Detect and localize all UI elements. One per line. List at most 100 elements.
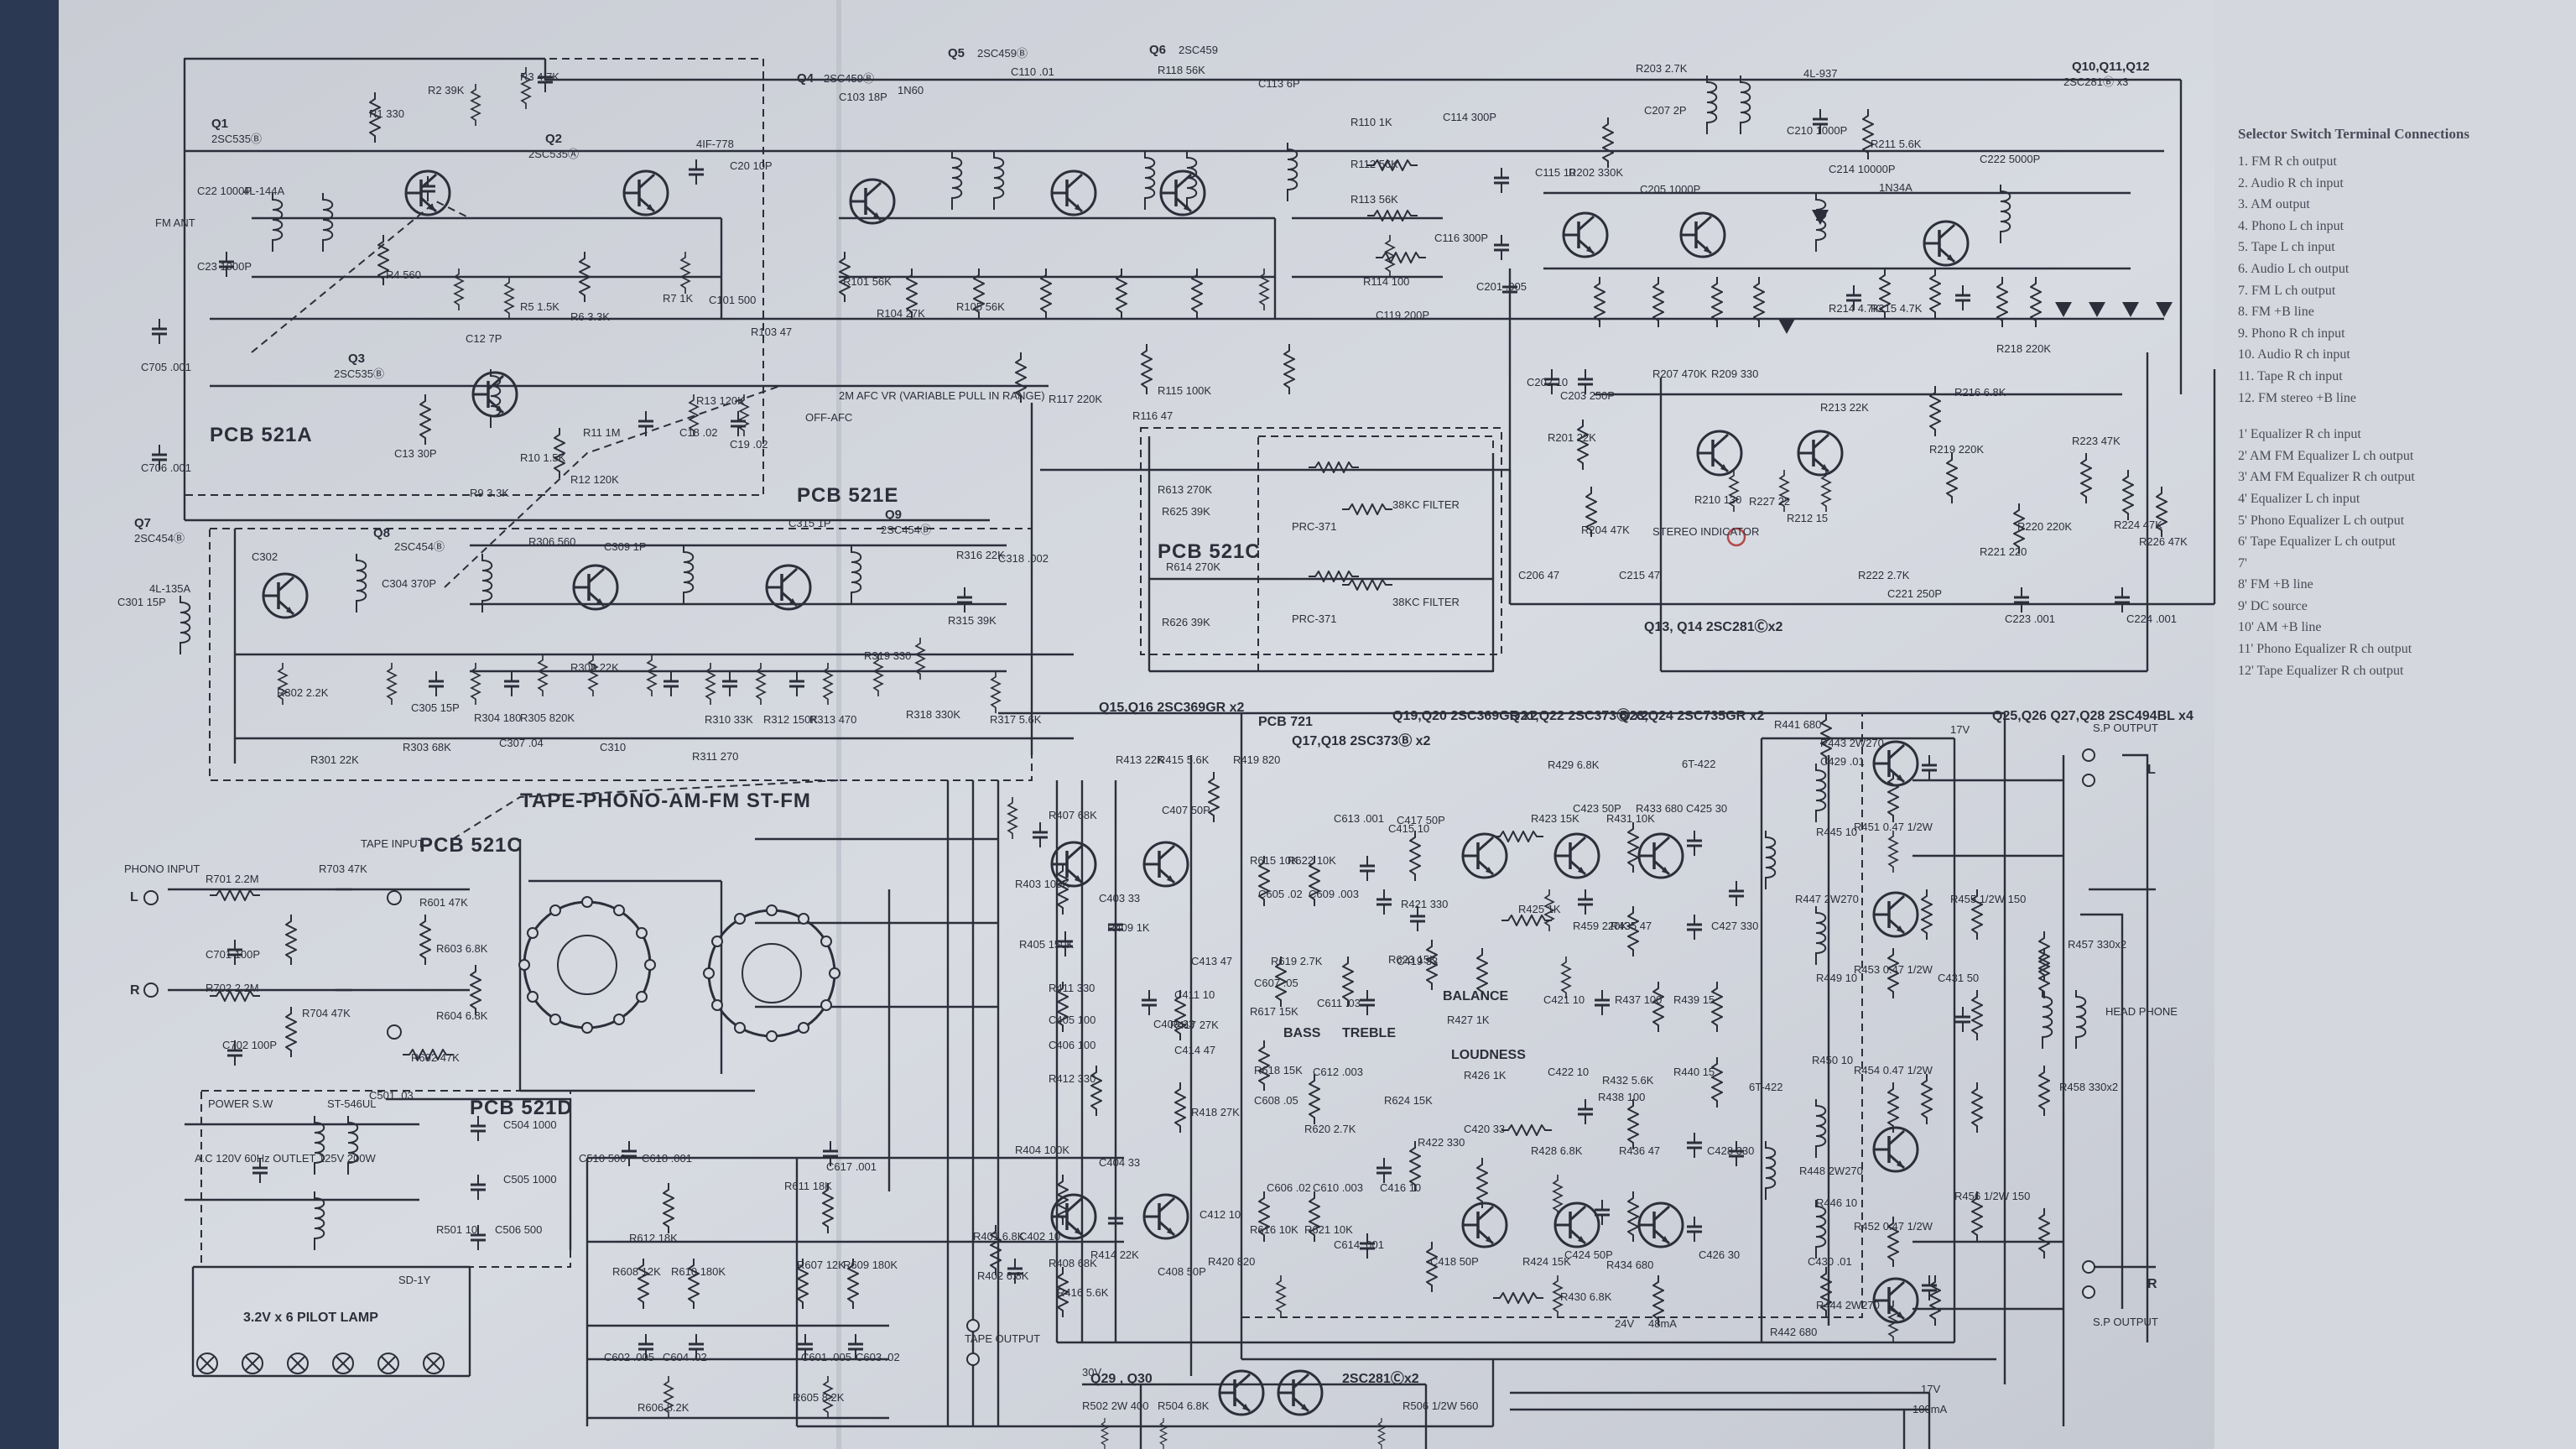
component-label-c128: R607 12K: [797, 1259, 846, 1271]
component-label-c192: R423 15K: [1531, 812, 1579, 825]
component-label-c118: C505 1000: [503, 1173, 557, 1186]
component-label-c107: R703 47K: [319, 863, 367, 875]
component-label-c91: R306 560: [528, 535, 575, 548]
legend-item-prime: 7': [2238, 555, 2247, 571]
component-label-c66: R212 15: [1787, 512, 1828, 524]
component-label-c195: R433 680: [1636, 802, 1683, 815]
pcb-521d-label: PCB 521D: [470, 1097, 573, 1119]
component-label-c221: C420 33: [1464, 1123, 1505, 1135]
component-label-c222: R428 6.8K: [1531, 1144, 1583, 1157]
component-label-c156: C402 10: [1019, 1230, 1060, 1243]
component-label-c196: C425 30: [1686, 802, 1727, 815]
component-label-c177: C608 .05: [1254, 1094, 1298, 1107]
component-label-c181: R616 10K: [1250, 1223, 1298, 1236]
component-label-c74: C223 .001: [2005, 612, 2055, 625]
q4-part: 2SC459Ⓑ: [824, 72, 874, 85]
component-label-c164: R419 820: [1233, 753, 1280, 766]
q17-q18-label: Q17,Q18 2SC373Ⓑ x2: [1292, 732, 1431, 748]
component-label-c220: R440 15: [1673, 1066, 1715, 1078]
component-label-c198: R459 220K: [1573, 920, 1627, 932]
legend-item-prime: 3' AM FM Equalizer R ch output: [2238, 470, 2415, 485]
component-label-c172: C607 .05: [1254, 977, 1298, 989]
component-label-c167: R622 10K: [1288, 854, 1336, 867]
component-label-c157: R401 6.8K: [973, 1230, 1025, 1243]
component-label-c82: C302: [252, 550, 278, 563]
component-label-c176: R618 15K: [1254, 1064, 1303, 1076]
component-label-c121: C510 500: [579, 1152, 626, 1165]
component-label-c135: R605 8.2K: [793, 1391, 845, 1404]
component-label-c19: C18 .02: [679, 426, 718, 439]
component-label-c124: R612 18K: [629, 1232, 678, 1244]
component-label-c37: R114 100: [1363, 275, 1409, 288]
component-label-c14: R9 3.3K: [470, 487, 509, 499]
component-label-c131: C604 .02: [663, 1351, 707, 1363]
sp-r-label: R: [2147, 1277, 2157, 1291]
component-label-c4: C22 1000P: [197, 185, 252, 197]
component-label-c24: C103 18P: [839, 91, 887, 103]
component-label-c147: R412 330: [1049, 1072, 1095, 1085]
component-label-c26: R104 27K: [877, 307, 925, 320]
component-label-c38: C119 200P: [1376, 309, 1429, 321]
component-label-c217: C422 10: [1548, 1066, 1589, 1078]
component-label-c173: R617 15K: [1250, 1005, 1298, 1018]
component-label-c213: C431 50: [1938, 972, 1979, 984]
component-label-c17: R12 120K: [570, 473, 619, 486]
q21-q22-label: Q21,Q22 2SC373Ⓑ x2: [1510, 707, 1649, 723]
legend-title: Selector Switch Terminal Connections: [2238, 126, 2469, 142]
legend-item-prime: 2' AM FM Equalizer L ch output: [2238, 448, 2414, 463]
component-label-c78: R226 47K: [2139, 535, 2188, 548]
component-label-c42: R116 47: [1132, 409, 1173, 422]
component-label-c210: R453 0.47 1/2W: [1854, 963, 1933, 976]
component-label-c206: C429 .01: [1820, 755, 1865, 768]
component-label-c191: R429 6.8K: [1548, 758, 1600, 771]
component-label-c72: R222 2.7K: [1858, 569, 1910, 581]
q7-part: 2SC454Ⓑ: [134, 532, 185, 545]
component-label-c10: R6 3.3K: [570, 310, 610, 323]
component-label-c116: C501 .03: [369, 1089, 414, 1102]
component-label-c5: C23 1000P: [197, 260, 252, 273]
component-label-c185: C614 .001: [1334, 1238, 1384, 1251]
component-label-c97: R312 150K: [763, 713, 818, 726]
pcb-521e-label: PCB 521E: [797, 484, 898, 507]
component-label-c245: 6T-422: [1682, 758, 1715, 770]
tape-input-label: TAPE INPUT: [361, 837, 424, 850]
component-label-c163: C412 10: [1200, 1208, 1241, 1221]
legend-item-prime: 5' Phono Equalizer L ch output: [2238, 513, 2405, 528]
component-label-c105: R319 330: [864, 649, 911, 662]
component-label-c8: R4 560: [386, 268, 421, 281]
q2-part: 2SC535Ⓐ: [528, 148, 579, 160]
component-label-c212: R455 1/2W 150: [1950, 893, 2026, 905]
q5-part: 2SC459Ⓑ: [977, 47, 1028, 60]
component-label-c84: R301 22K: [310, 753, 359, 766]
q7-label: Q7: [134, 516, 151, 530]
component-label-c171: R619 2.7K: [1271, 955, 1323, 967]
q4-label: Q4: [797, 71, 814, 86]
component-label-c39: C201 .005: [1476, 280, 1527, 293]
component-label-c243: R504 6.8K: [1158, 1399, 1210, 1412]
treble-control-label: TREBLE: [1342, 1026, 1396, 1040]
component-label-c6: C705 .001: [141, 361, 191, 373]
ma48-badge: 48mA: [1648, 1317, 1677, 1330]
component-label-c58: R215 4.7K: [1871, 302, 1923, 315]
component-label-c44: R625 39K: [1162, 505, 1210, 518]
rectifier-label: SD-1Y: [398, 1274, 431, 1286]
component-label-c129: R609 180K: [843, 1259, 898, 1271]
component-label-c201: C421 10: [1543, 993, 1585, 1006]
component-label-c59: R218 220K: [1996, 342, 2051, 355]
component-label-c29: R118 56K: [1158, 64, 1205, 76]
component-label-c117: C504 1000: [503, 1118, 557, 1131]
component-label-c219: R438 100: [1598, 1091, 1645, 1103]
component-label-c207: R451 0.47 1/2W: [1854, 821, 1933, 833]
selector-switches: [518, 896, 840, 1042]
component-label-c235: R448 2W270: [1799, 1165, 1863, 1177]
component-label-c149: C413 47: [1191, 955, 1232, 967]
component-label-c96: R310 33K: [705, 713, 753, 726]
component-label-c232: R430 6.8K: [1560, 1290, 1612, 1303]
component-label-c151: R417 27K: [1170, 1019, 1219, 1031]
component-label-c169: C609 .003: [1309, 888, 1359, 900]
balance-control-label: BALANCE: [1443, 989, 1509, 1003]
legend-item-prime: 8' FM +B line: [2238, 577, 2313, 592]
component-label-c233: R450 10: [1812, 1054, 1853, 1066]
jack-terminals: [143, 748, 2095, 1366]
selector-switch-legend: Selector Switch Terminal Connections 1. …: [2238, 126, 2515, 681]
